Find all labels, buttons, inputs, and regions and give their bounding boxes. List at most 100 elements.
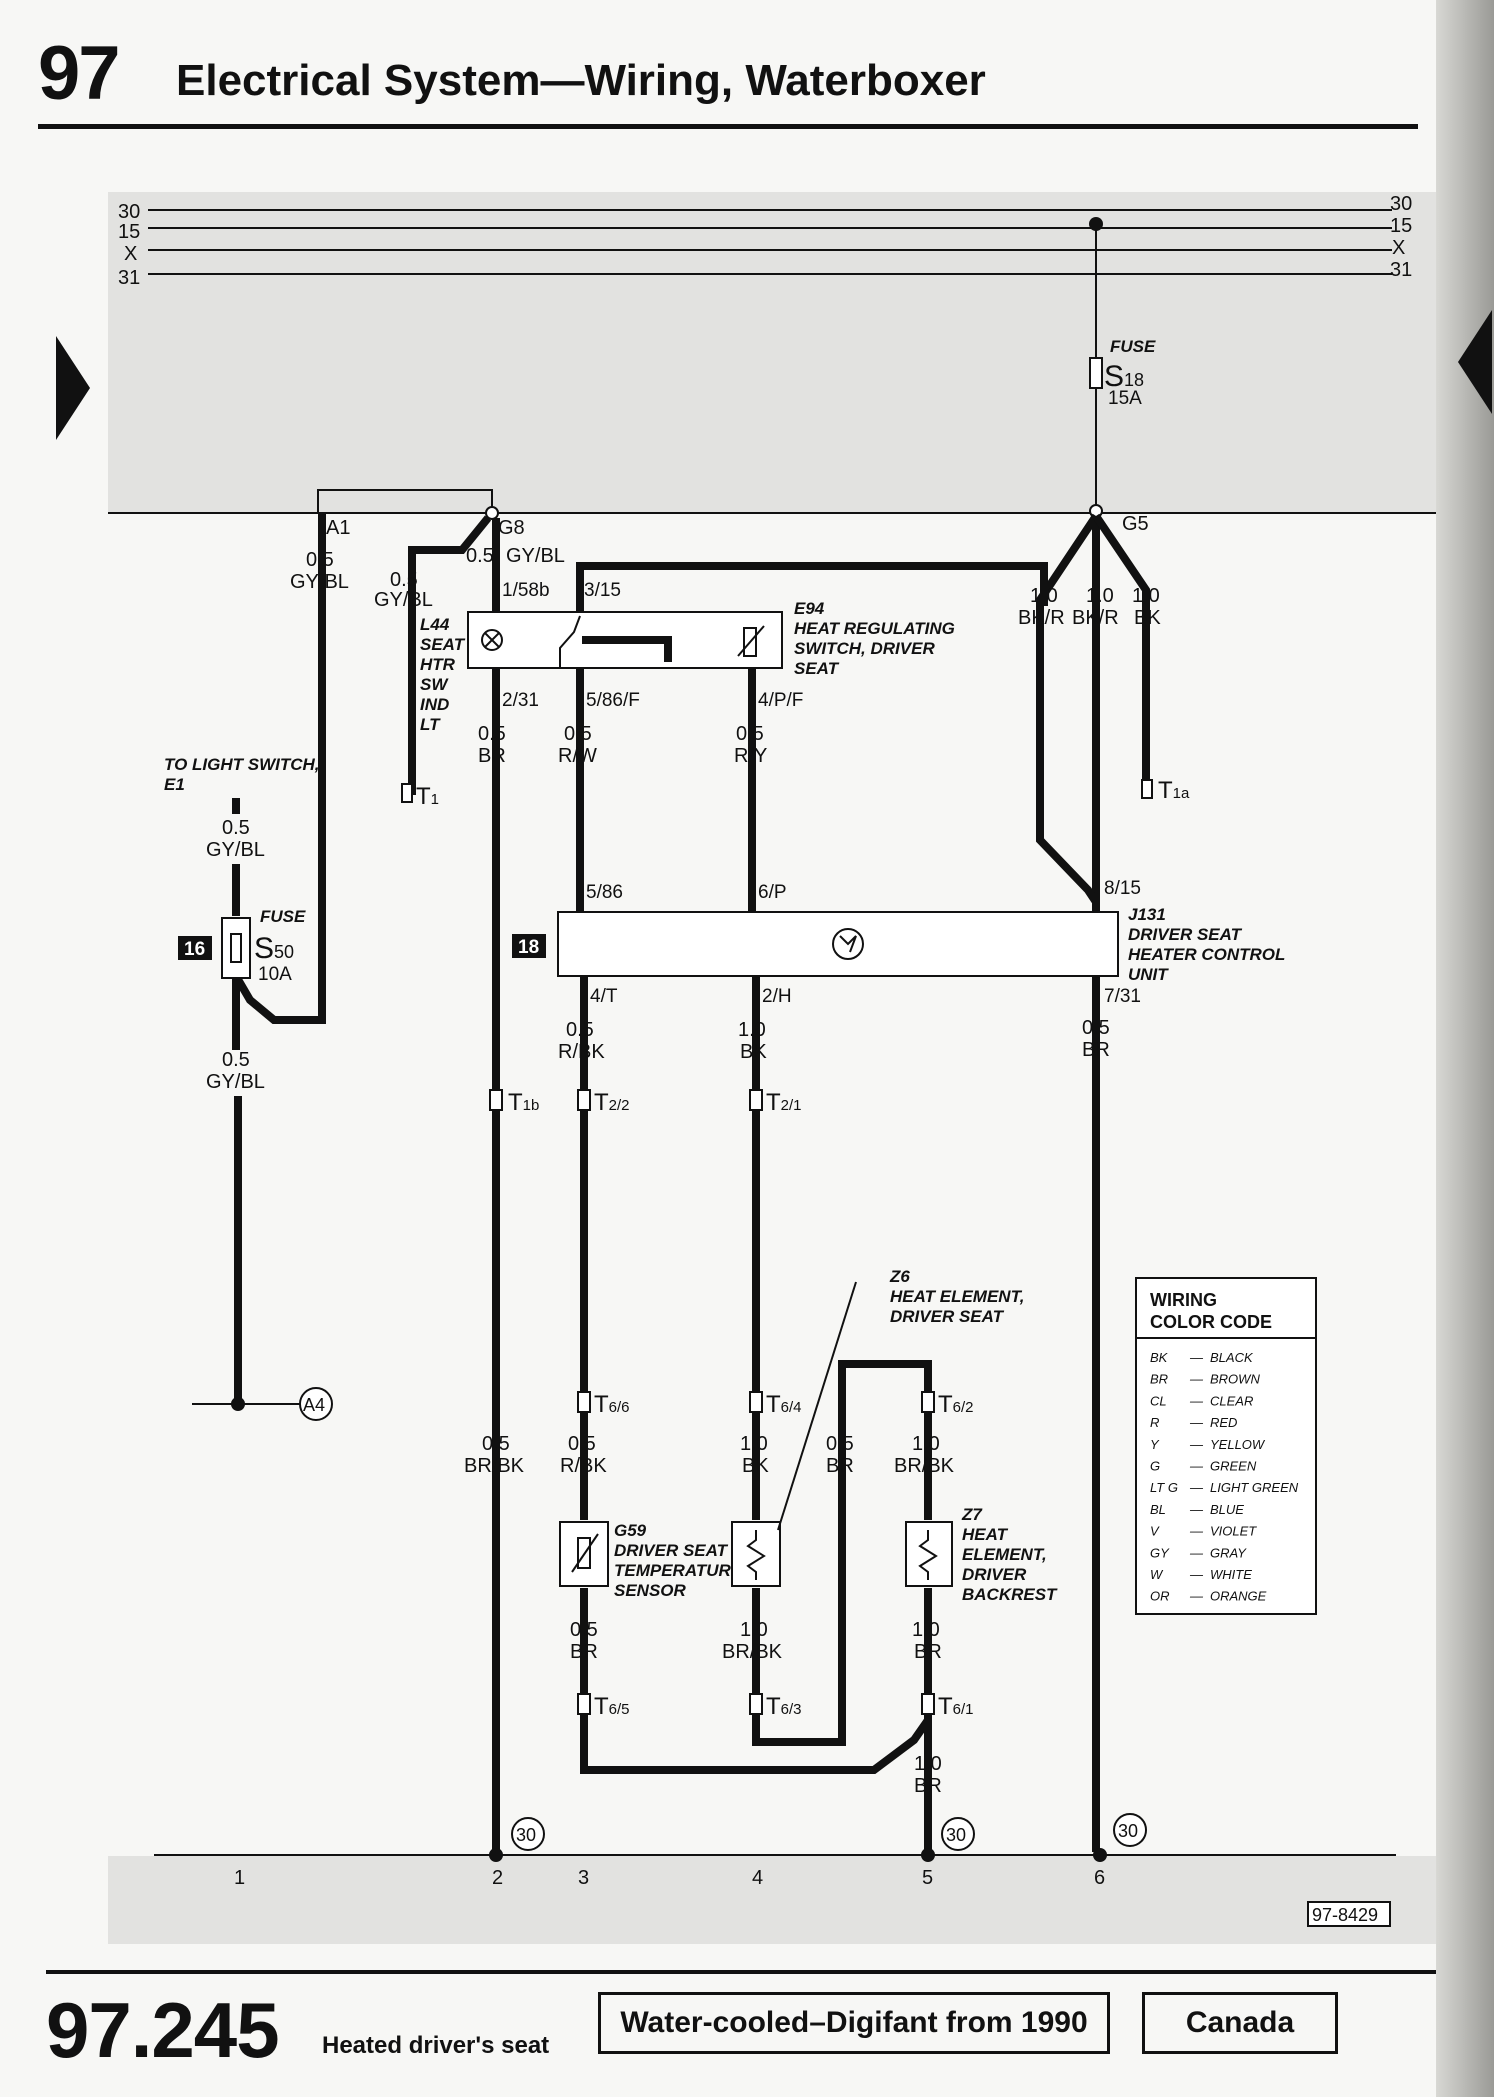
bus-label-30-right: 30 (1390, 193, 1412, 215)
ground-ref-6-label: 30 (1118, 1821, 1138, 1841)
fuse-s50-label: FUSE (260, 907, 306, 926)
legend-dash: — (1189, 1545, 1204, 1560)
wire-br5-color: BR (914, 1775, 942, 1797)
fuse-s50-id: S50 (254, 932, 294, 965)
wire-j131-size: 0.5 (1082, 1017, 1110, 1039)
t6-6-label: T6/6 (594, 1391, 630, 1418)
z6-line2: HEAT ELEMENT, (890, 1287, 1024, 1306)
g59-line1: G59 (614, 1521, 647, 1540)
wire-s50-color: GY/BL (206, 1071, 265, 1093)
pin-4-p-f: 4/P/F (758, 690, 803, 711)
fuse-s50-link (230, 933, 242, 963)
l44-lamp-icon (481, 629, 503, 651)
wire-g5a-color: BK/R (1018, 607, 1065, 629)
wire-j131-color: BR (1082, 1039, 1110, 1061)
wiring-color-legend: WIRING COLOR CODE (1135, 1277, 1317, 1615)
ground-band (108, 1856, 1436, 1944)
a4-junction-dot (231, 1397, 245, 1411)
wire-br65-color: BR (570, 1641, 598, 1663)
left-page-marker-icon (56, 336, 90, 440)
g59-line3: TEMPERATURE (614, 1561, 743, 1580)
ref-code-box (1307, 1901, 1391, 1927)
g59-line4: SENSOR (614, 1581, 687, 1600)
legend-code: R (1150, 1415, 1159, 1430)
j131-relay-icon (832, 928, 864, 960)
z7-line5: BACKREST (962, 1585, 1058, 1604)
fuse-s50-ref-box (178, 936, 212, 960)
t6-2-label: T6/2 (938, 1391, 974, 1418)
e94-line1: E94 (794, 599, 825, 618)
t6-6-connector (577, 1391, 591, 1413)
pin-5-86-f: 5/86/F (586, 690, 640, 711)
t1b-connector (489, 1089, 503, 1111)
legend-code: LT G (1150, 1480, 1178, 1495)
wire-br64-color: BR (826, 1455, 854, 1477)
footer-rule (46, 1970, 1436, 1974)
t1b-label: T1b (508, 1089, 539, 1116)
track-4: 4 (752, 1867, 763, 1889)
legend-code: GY (1150, 1545, 1170, 1560)
wire-s50-size: 0.5 (222, 1049, 250, 1071)
wire-g8b-color: GY/BL (506, 545, 565, 567)
legend-dash: — (1189, 1480, 1204, 1495)
e94-line2: HEAT REGULATING (794, 619, 955, 638)
t6-3-connector (749, 1693, 763, 1715)
legend-code: G (1150, 1459, 1160, 1474)
wire-g8-color: GY/BL (374, 589, 433, 611)
bus-label-15-right: 15 (1390, 215, 1412, 237)
l44-line3: HTR (420, 655, 456, 674)
t1-label: T1 (416, 783, 439, 810)
t6-4-connector (749, 1391, 763, 1413)
t1a-label: T1a (1158, 777, 1190, 804)
wire-bk64-color: BK (742, 1455, 769, 1477)
t2-2-connector (577, 1089, 591, 1111)
ground-ref-5 (941, 1817, 975, 1851)
fuse-s50-symbol (221, 917, 251, 979)
fuse-s50-ref: 16 (184, 939, 205, 960)
z6-line1: Z6 (889, 1267, 910, 1286)
legend-color-name: VIOLET (1210, 1524, 1257, 1539)
j131-line1: J131 (1128, 905, 1166, 924)
fuse-s18-symbol (1089, 357, 1103, 389)
wire-rbk-size: 0.5 (566, 1019, 594, 1041)
legend-code: BL (1150, 1502, 1166, 1517)
legend-title-1: WIRING (1150, 1290, 1217, 1310)
wire-brbk62-size: 1.0 (912, 1433, 940, 1455)
legend-code: OR (1150, 1589, 1170, 1604)
g59-sensor-element (577, 1537, 591, 1569)
legend-color-name: GREEN (1210, 1459, 1257, 1474)
wire-br5-size: 1.0 (914, 1753, 942, 1775)
wire-ry-color: R/Y (734, 745, 767, 767)
j131-line3: HEATER CONTROL (1128, 945, 1285, 964)
wire-br65-size: 0.5 (570, 1619, 598, 1641)
legend-color-name: GRAY (1210, 1545, 1247, 1560)
pin-1-58b: 1/58b (502, 580, 550, 601)
legend-dash: — (1189, 1350, 1204, 1365)
fuse-panel-band (108, 192, 1436, 512)
track-6: 6 (1094, 1867, 1105, 1889)
wire-brbk63-size: 1.0 (740, 1619, 768, 1641)
fuse-s18-label: FUSE (1110, 337, 1156, 356)
wire-bk-color: BK (740, 1041, 767, 1063)
ref-code: 97-8429 (1312, 1905, 1378, 1925)
g8-junction (485, 506, 499, 520)
wire-g5c-color: BK (1134, 607, 1161, 629)
legend-code: W (1150, 1567, 1164, 1582)
legend-color-name: ORANGE (1210, 1589, 1267, 1604)
wire-br64-size: 0.5 (826, 1433, 854, 1455)
bus-label-x-right: X (1392, 237, 1405, 259)
j131-ref-box (512, 934, 546, 958)
bus-lines (108, 209, 1436, 1856)
e94-line3: SWITCH, DRIVER (794, 639, 935, 658)
j131-control-unit (557, 911, 1119, 977)
fuse-s50-rating: 10A (258, 964, 292, 985)
wire-br-size: 0.5 (478, 723, 506, 745)
ground-dot-2 (489, 1848, 503, 1862)
legend-dash: — (1189, 1415, 1204, 1430)
bus-label-x: X (124, 243, 137, 265)
e94-line4: SEAT (794, 659, 840, 678)
wire-br-color: BR (478, 745, 506, 767)
t6-3-label: T6/3 (766, 1693, 802, 1720)
fuse-s18-rating: 15A (1108, 388, 1142, 409)
t2-1-label: T2/1 (766, 1089, 802, 1116)
